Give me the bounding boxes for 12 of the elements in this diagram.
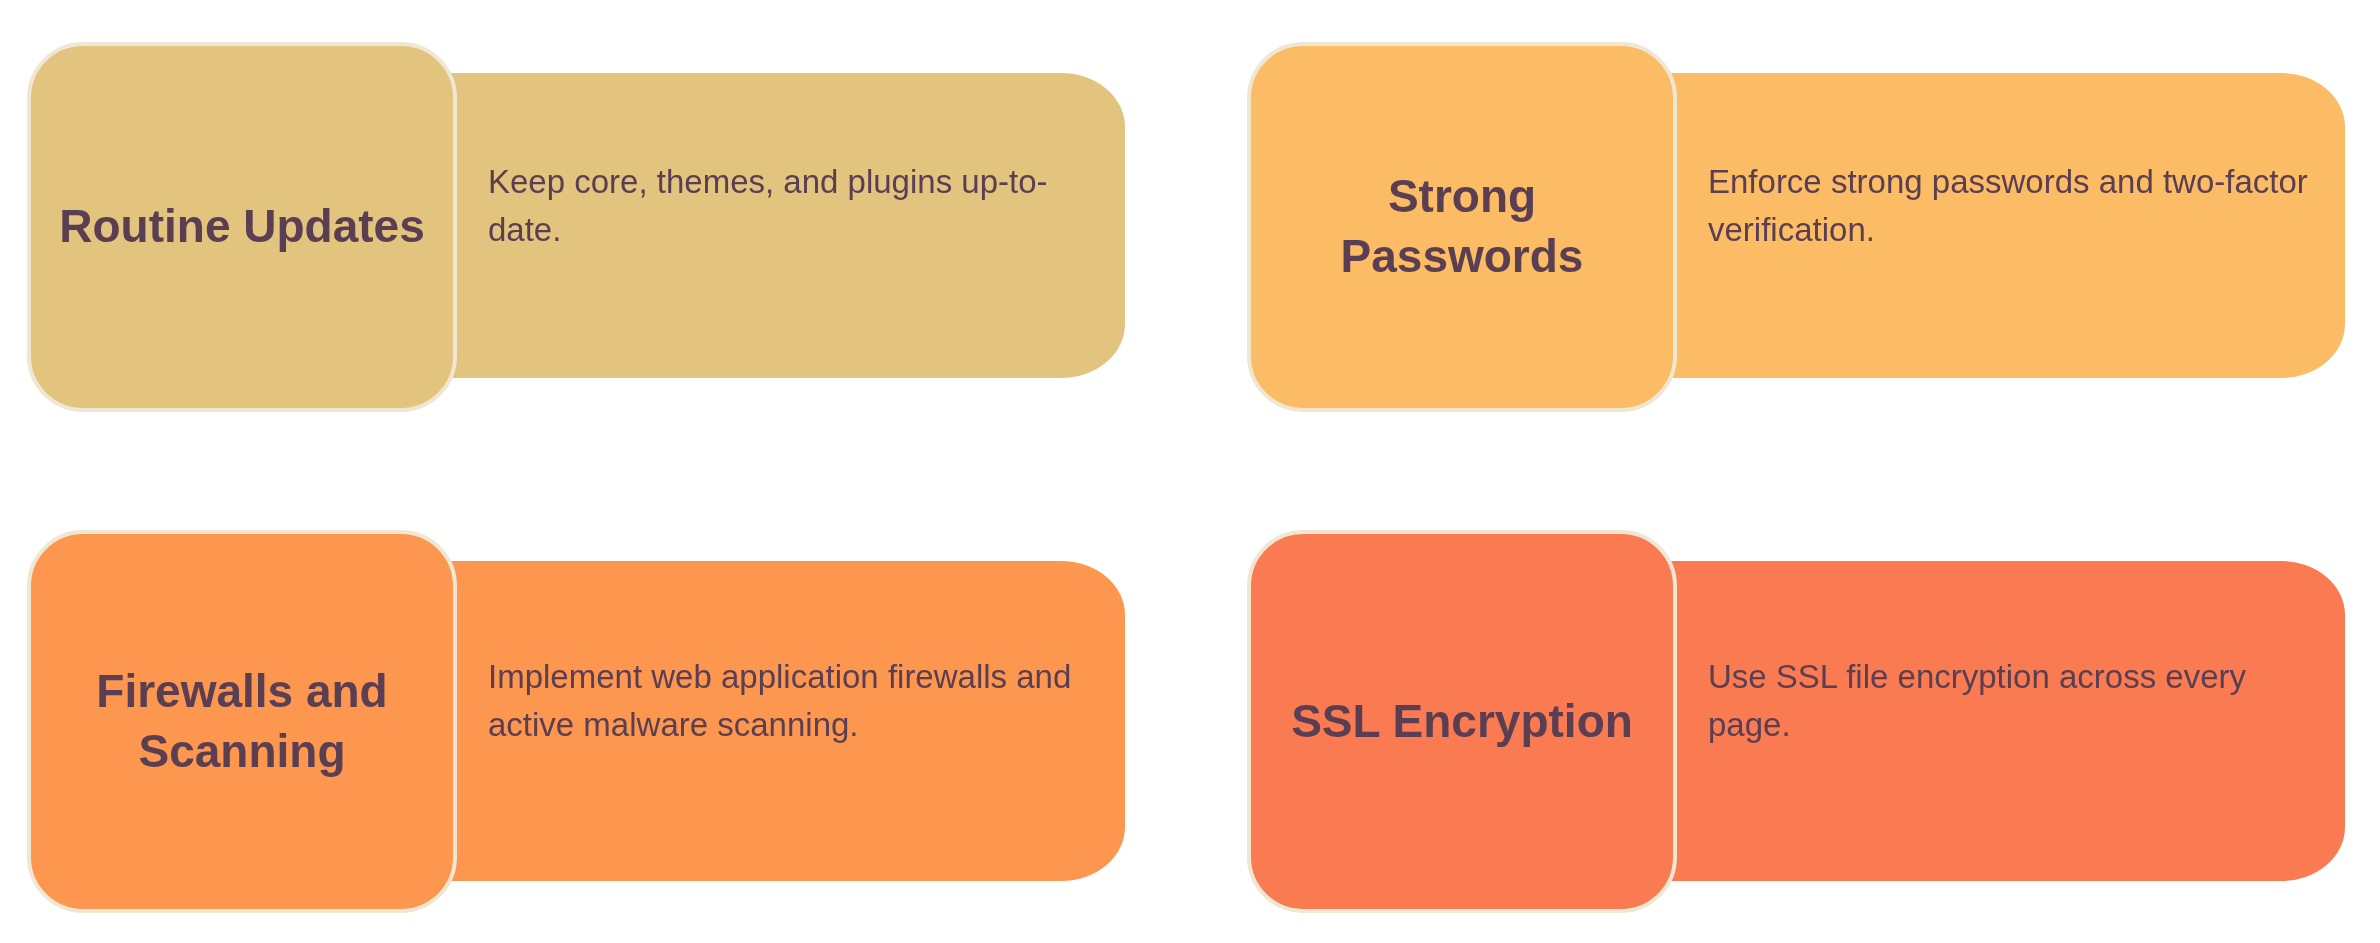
title-card (1247, 530, 1677, 913)
description-text: Enforce strong passwords and two-factor verification. (1708, 161, 2309, 250)
card-title: SSL Encryption (1291, 693, 1633, 749)
title-card (1247, 42, 1677, 412)
card-title: Firewalls and Scanning (95, 663, 389, 779)
card-title: Routine Updates (59, 199, 425, 255)
description-text: Keep core, themes, and plugins up-to-date. (488, 161, 1049, 250)
description-text: Implement web application firewalls and active malware scanning. (488, 657, 1073, 745)
card-title: Strong Passwords (1339, 169, 1585, 284)
description-text: Use SSL file encryption across every page. (1708, 657, 2247, 745)
title-card (27, 530, 457, 913)
title-card (27, 42, 457, 412)
